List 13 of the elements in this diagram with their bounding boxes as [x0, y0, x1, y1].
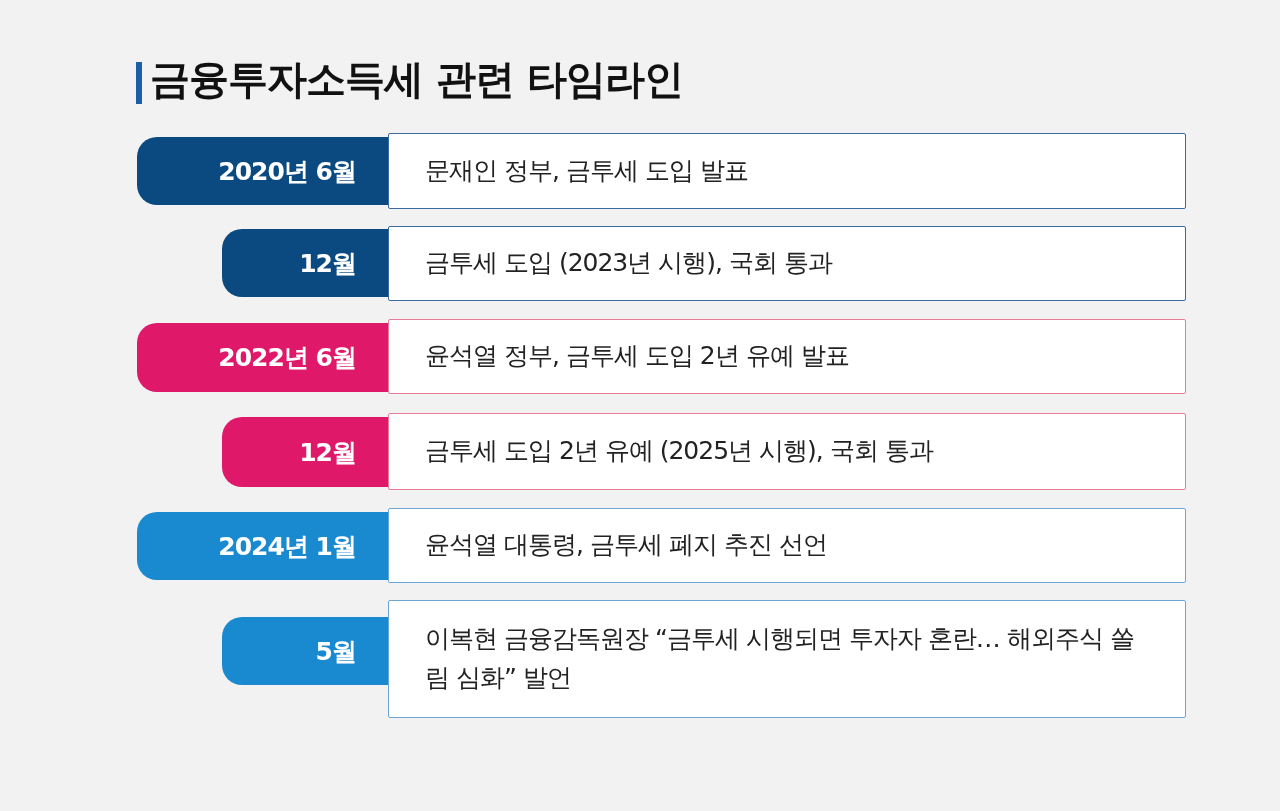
event-box: 윤석열 대통령, 금투세 폐지 추진 선언	[388, 508, 1186, 583]
event-box: 문재인 정부, 금투세 도입 발표	[388, 133, 1186, 209]
date-tab: 12월	[222, 229, 390, 297]
date-tab: 12월	[222, 417, 390, 487]
date-tab: 2020년 6월	[137, 137, 390, 205]
event-box: 윤석열 정부, 금투세 도입 2년 유예 발표	[388, 319, 1186, 394]
date-tab: 5월	[222, 617, 390, 685]
title: 금융투자소득세 관련 타임라인	[150, 55, 683, 104]
event-box: 금투세 도입 2년 유예 (2025년 시행), 국회 통과	[388, 413, 1186, 490]
event-box: 금투세 도입 (2023년 시행), 국회 통과	[388, 226, 1186, 301]
date-tab: 2024년 1월	[137, 512, 390, 580]
event-box: 이복현 금융감독원장 “금투세 시행되면 투자자 혼란… 해외주식 쏠림 심화” 발언	[388, 600, 1186, 718]
date-tab: 2022년 6월	[137, 323, 390, 392]
